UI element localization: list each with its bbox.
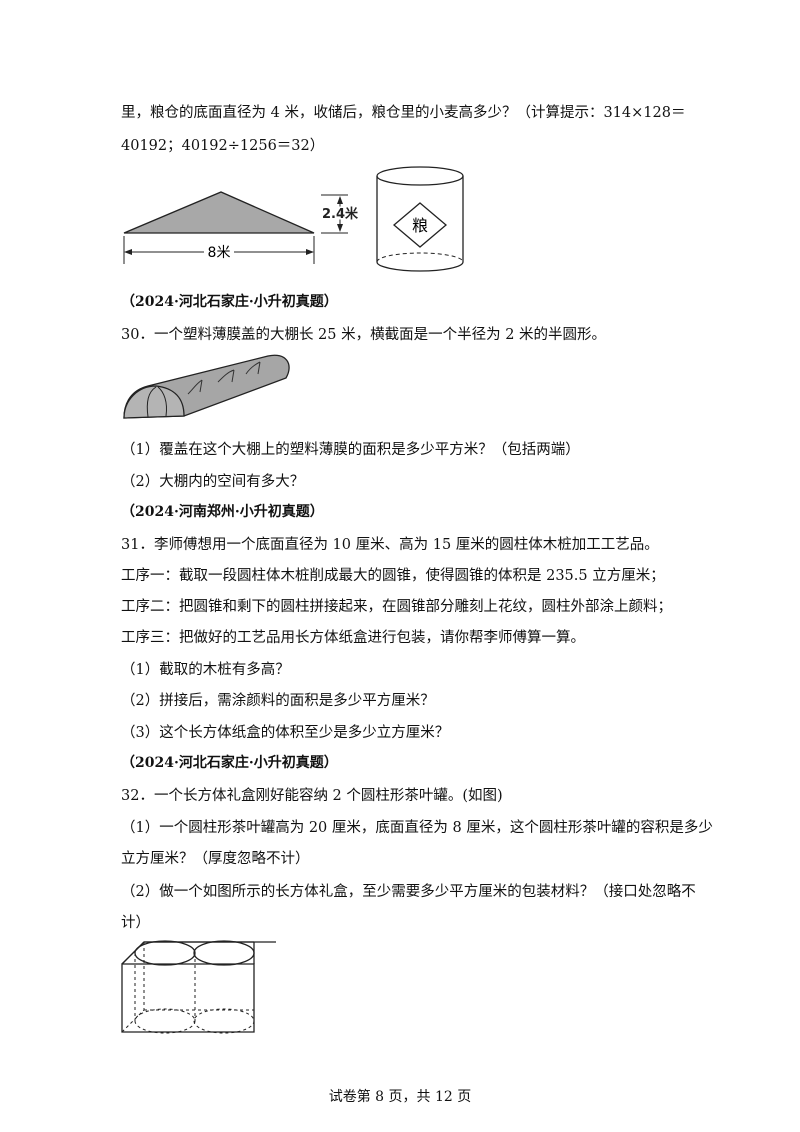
q31-step-2: 工序二：把圆锥和剩下的圆柱拼接起来，在圆锥部分雕刻上花纹，圆柱外部涂上颜料； bbox=[121, 599, 672, 615]
height-arrowhead-bottom bbox=[337, 224, 343, 232]
barn-sign-char: 粮 bbox=[412, 216, 428, 235]
greenhouse-end-face bbox=[123, 385, 185, 419]
q32-source: （2024·河北石家庄·小升初真题） bbox=[121, 755, 338, 771]
q32-sub-2-line-2: 计） bbox=[121, 915, 150, 931]
height-label: 2.4米 bbox=[322, 206, 359, 222]
film-crease-1 bbox=[187, 379, 203, 395]
q31-sub-1: （1）截取的木桩有多高？ bbox=[121, 662, 290, 678]
q32-sub-2-line-1: （2）做一个如图所示的长方体礼盒，至少需要多少平方厘米的包装材料？（接口处忽略不 bbox=[121, 884, 696, 900]
figure-gift-box bbox=[121, 940, 276, 1034]
height-arrowhead-top bbox=[337, 196, 343, 204]
barn-diamond-sign bbox=[392, 202, 448, 248]
q31-stem: 31．李师傅想用一个底面直径为 10 厘米、高为 15 厘米的圆柱体木桩加工工艺… bbox=[121, 537, 659, 553]
q31-step-3: 工序三：把做好的工艺品用长方体纸盒进行包装，请你帮李师傅算一算。 bbox=[121, 630, 585, 646]
barn-bottom-front bbox=[376, 261, 464, 272]
q30-sub-1: （1）覆盖在这个大棚上的塑料薄膜的面积是多少平方米？（包括两端） bbox=[121, 442, 580, 458]
q31-sub-2: （2）拼接后，需涂颜料的面积是多少平方厘米？ bbox=[121, 693, 435, 709]
film-crease-3 bbox=[245, 361, 261, 375]
figure-wheat-and-barn: 8米 2.4米 粮 bbox=[123, 166, 464, 272]
q32-sub-1-line-1: （1）一个圆柱形茶叶罐高为 20 厘米，底面直径为 8 厘米，这个圆柱形茶叶罐的… bbox=[121, 820, 713, 836]
barn-bottom-back bbox=[376, 252, 464, 263]
width-arrowhead-right bbox=[306, 249, 314, 255]
q30-source: （2024·河北石家庄·小升初真题） bbox=[121, 294, 338, 310]
can-2-bottom bbox=[193, 1008, 255, 1034]
q31-source: （2024·河南郑州·小升初真题） bbox=[121, 504, 324, 520]
q31-step-1: 工序一：截取一段圆柱体木桩削成最大的圆锥，使得圆锥的体积是 235.5 立方厘米… bbox=[121, 568, 665, 584]
barn-top-ellipse bbox=[376, 166, 464, 186]
q30-stem: 30．一个塑料薄膜盖的大棚长 25 米，横截面是一个半径为 2 米的半圆形。 bbox=[121, 327, 607, 343]
box-front-face bbox=[121, 963, 255, 1033]
greenhouse-rib-2 bbox=[157, 386, 167, 417]
intro-line-2: 40192；40192÷1256＝32） bbox=[121, 138, 325, 154]
film-crease-2 bbox=[217, 369, 235, 383]
can-1-bottom bbox=[134, 1008, 196, 1034]
figure-greenhouse bbox=[123, 354, 290, 419]
can-1-top bbox=[134, 940, 196, 966]
q32-stem: 32．一个长方体礼盒刚好能容纳 2 个圆柱形茶叶罐。(如图) bbox=[121, 788, 503, 804]
q31-sub-3: （3）这个长方体纸盒的体积至少是多少立方厘米？ bbox=[121, 725, 450, 741]
q30-sub-2: （2）大棚内的空间有多大？ bbox=[121, 474, 305, 490]
page-footer: 试卷第 8 页，共 12 页 bbox=[328, 1089, 472, 1105]
box-top-back-edge bbox=[121, 941, 276, 965]
wheat-pile-triangle bbox=[123, 191, 315, 234]
width-arrowhead-left bbox=[124, 249, 132, 255]
greenhouse-rib-1 bbox=[146, 386, 157, 418]
q32-sub-1-line-2: 立方厘米？（厚度忽略不计） bbox=[121, 851, 310, 867]
width-label: 8米 bbox=[208, 245, 231, 261]
intro-line-1: 里，粮仓的底面直径为 4 米，收储后，粮仓里的小麦高多少？（计算提示：314×1… bbox=[121, 105, 686, 121]
can-2-top bbox=[193, 940, 255, 966]
box-hidden-depth-edge bbox=[121, 1009, 145, 1033]
